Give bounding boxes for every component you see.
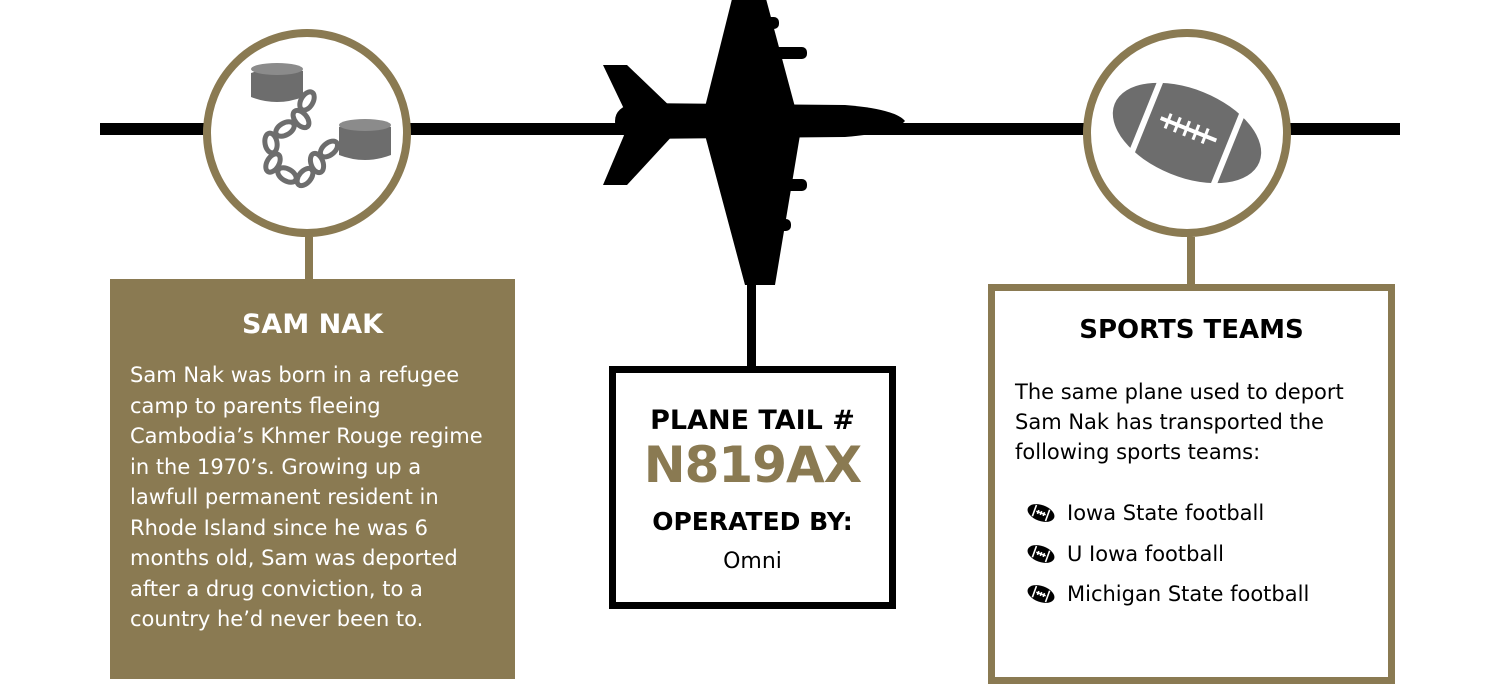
list-item: Iowa State football (1025, 493, 1368, 534)
sports-teams-body: The same plane used to deport Sam Nak ha… (1015, 380, 1344, 464)
right-connector (1187, 237, 1195, 284)
team-name: Iowa State football (1067, 501, 1265, 526)
left-connector (305, 237, 313, 279)
sam-nak-body: Sam Nak was born in a refugee camp to pa… (130, 363, 483, 631)
football-bullet-icon (1027, 544, 1055, 563)
center-connector (747, 245, 756, 369)
shackles-icon (251, 63, 391, 189)
shackles-circle (203, 29, 411, 237)
sam-nak-title: SAM NAK (241, 309, 384, 340)
list-item: Michigan State football (1025, 574, 1368, 615)
football-circle (1083, 29, 1291, 237)
tail-label: PLANE TAIL # (650, 405, 855, 436)
football-bullet-icon (1027, 504, 1055, 523)
plane-info-card: PLANE TAIL # N819AX OPERATED BY: Omni (609, 366, 896, 609)
football-icon (1112, 80, 1262, 186)
team-name: U Iowa football (1067, 541, 1224, 566)
tail-number: N819AX (643, 436, 862, 494)
football-bullet-icon (1027, 585, 1055, 604)
operator-value: Omni (723, 549, 782, 574)
team-name: Michigan State football (1067, 582, 1310, 607)
operator-label: OPERATED BY: (652, 507, 853, 536)
sam-nak-card: SAM NAK Sam Nak was born in a refugee ca… (110, 279, 515, 679)
sports-teams-card: SPORTS TEAMS The same plane used to depo… (988, 284, 1395, 684)
team-list: Iowa State football U Iowa football Mich… (1015, 493, 1368, 615)
sports-teams-title: SPORTS TEAMS (1079, 315, 1304, 345)
airplane-icon (603, 0, 905, 285)
list-item: U Iowa football (1025, 534, 1368, 575)
